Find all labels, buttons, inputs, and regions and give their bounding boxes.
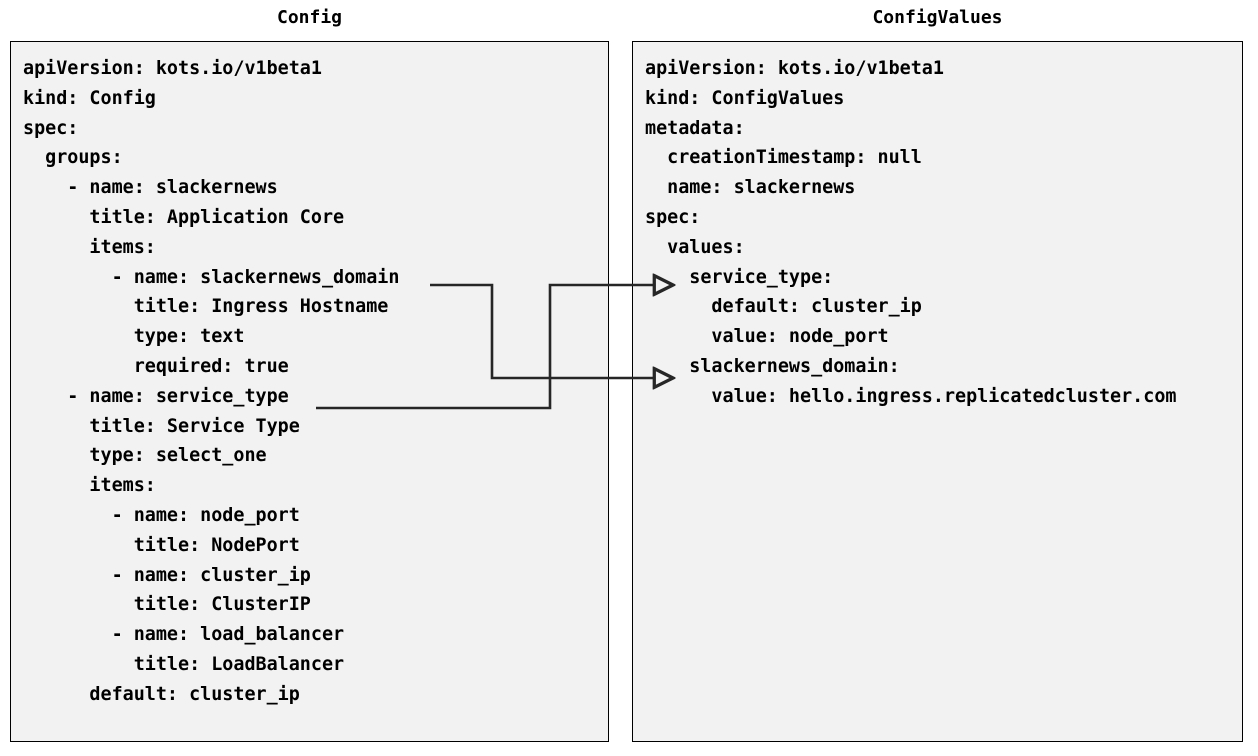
configvalues-yaml-panel: apiVersion: kots.io/v1beta1 kind: Config… — [632, 41, 1243, 742]
configvalues-yaml-code: apiVersion: kots.io/v1beta1 kind: Config… — [645, 58, 1177, 407]
page-title-configvalues: ConfigValues — [872, 7, 1003, 28]
page-title-config: Config — [276, 7, 343, 28]
config-yaml-panel: apiVersion: kots.io/v1beta1 kind: Config… — [10, 41, 609, 742]
config-yaml-code: apiVersion: kots.io/v1beta1 kind: Config… — [23, 58, 400, 705]
